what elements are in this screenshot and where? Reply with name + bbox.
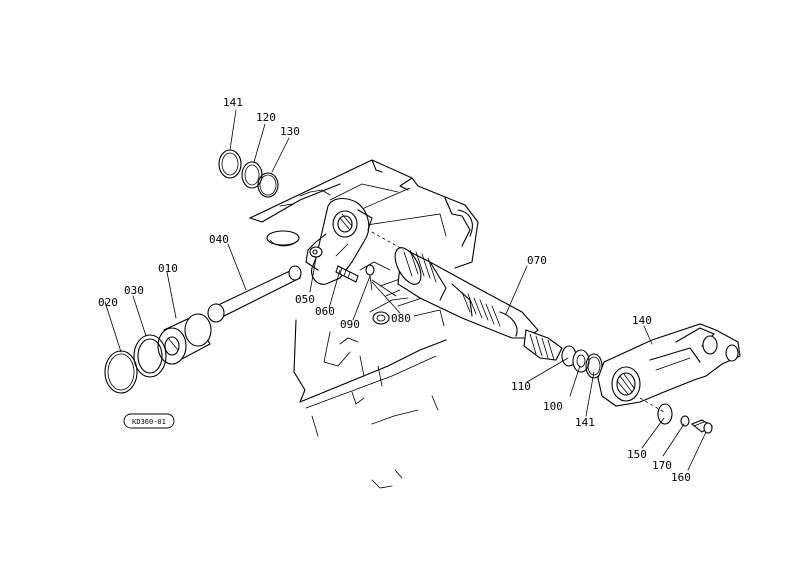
callout-170: 170 xyxy=(652,459,672,472)
callout-141-bottom: 141 xyxy=(575,416,595,429)
leader-lines xyxy=(104,109,707,471)
housing xyxy=(249,159,479,489)
washers xyxy=(561,345,603,379)
callout-120: 120 xyxy=(256,111,276,124)
callout-141-top: 141 xyxy=(223,96,243,109)
piston xyxy=(157,313,212,365)
drawing-code-badge: KD360-01 xyxy=(123,413,175,429)
pin-and-fittings xyxy=(335,264,397,297)
drawing-code: KD360-01 xyxy=(132,418,166,426)
callout-110: 110 xyxy=(511,380,531,393)
callout-150: 150 xyxy=(627,448,647,461)
retaining-plate-and-bolt xyxy=(639,397,714,434)
callout-060: 060 xyxy=(315,305,335,318)
callout-100: 100 xyxy=(543,400,563,413)
callout-050: 050 xyxy=(295,293,315,306)
callout-090: 090 xyxy=(340,318,360,331)
piston-rod xyxy=(207,265,302,323)
callout-labels: 141 120 130 040 010 030 020 050 060 090 … xyxy=(98,96,691,484)
callout-160: 160 xyxy=(671,471,691,484)
callout-010: 010 xyxy=(158,262,178,275)
callout-040: 040 xyxy=(209,233,229,246)
seal-rings-top xyxy=(218,149,279,198)
callout-080: 080 xyxy=(391,312,411,325)
lift-arm-bracket xyxy=(305,197,373,285)
lift-arm xyxy=(597,323,741,407)
callout-030: 030 xyxy=(124,284,144,297)
splined-shaft xyxy=(371,231,563,361)
callout-020: 020 xyxy=(98,296,118,309)
callout-140: 140 xyxy=(632,314,652,327)
callout-130: 130 xyxy=(280,125,300,138)
callout-070: 070 xyxy=(527,254,547,267)
seal-rings-left xyxy=(104,334,167,394)
